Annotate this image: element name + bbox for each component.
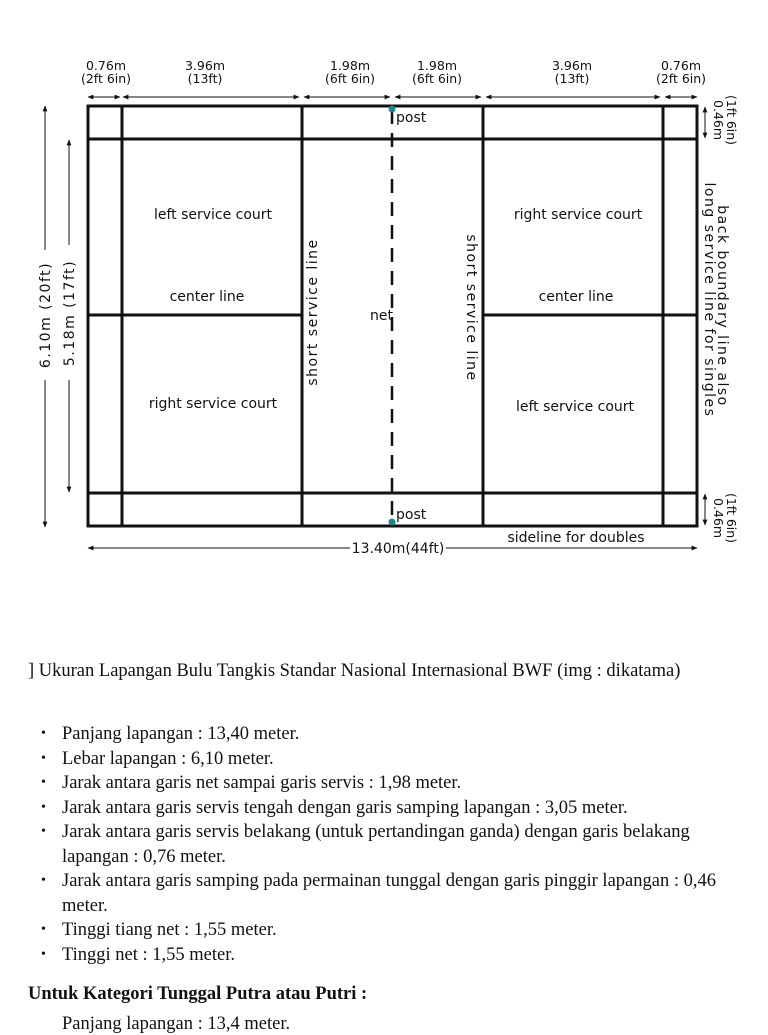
list-item-text: Jarak antara garis servis belakang (untu… [62, 822, 690, 867]
list-item: • Lebar lapangan : 6,10 meter. [38, 747, 738, 772]
center-line-label-b: center line [539, 289, 614, 305]
list-item-text: Jarak antara garis net sampai garis serv… [62, 773, 462, 793]
bullet-icon: • [41, 946, 46, 962]
right-service-court-label-a: right service court [149, 396, 278, 412]
list-item-text: Panjang lapangan : 13,40 meter. [62, 724, 300, 744]
list-item-text: Jarak antara garis servis tengah dengan … [62, 797, 628, 818]
list-item: • Tinggi tiang net : 1,55 meter. [38, 918, 738, 943]
figure-caption: ] Ukuran Lapangan Bulu Tangkis Standar N… [28, 661, 681, 681]
list-item-text: Tinggi tiang net : 1,55 meter. [62, 920, 277, 940]
center-line-label-a: center line [170, 289, 245, 305]
bullet-icon: • [41, 873, 46, 888]
court-facts-list: • Panjang lapangan : 13,40 meter. • Lebar … [38, 722, 738, 967]
dim-label-0-ft: (2ft 6in) [81, 71, 131, 86]
dim-label-2: 1.98m [330, 58, 370, 73]
bullet-icon: • [41, 775, 46, 790]
dim-label-4-ft: (13ft) [555, 71, 590, 86]
list-item: • Jarak antara garis net sampai garis ser… [38, 771, 738, 796]
bullet-icon: • [41, 799, 46, 815]
list-item-text: Jarak antara garis samping pada permaina… [62, 871, 716, 916]
side-dim-top-ft: (1ft 6in) [724, 95, 739, 145]
dim-label-1: 3.96m [185, 58, 225, 73]
list-item: • Panjang lapangan : 13,40 meter. [38, 722, 738, 747]
post-top-marker [388, 105, 396, 113]
width-total-label: 6.10m (20ft) [38, 262, 54, 368]
left-service-court-label-a: left service court [154, 207, 273, 223]
dim-label-5-ft: (2ft 6in) [656, 71, 706, 86]
short-service-line-label-left: short service line [305, 238, 321, 385]
sideline-doubles-label: sideline for doubles [507, 530, 644, 546]
dim-label-1-ft: (13ft) [188, 71, 223, 86]
dim-label-2-ft: (6ft 6in) [325, 71, 375, 86]
dim-label-5: 0.76m [661, 58, 701, 73]
left-dimension-arrows [42, 105, 72, 528]
dim-label-3-ft: (6ft 6in) [412, 71, 462, 86]
list-item: • Tinggi net : 1,55 meter. [38, 943, 738, 968]
length-total-label: 13.40m(44ft) [352, 541, 445, 557]
post-bottom-label: post [396, 507, 427, 523]
bullet-icon: • [41, 824, 46, 839]
net-label: net [370, 308, 393, 324]
list-item: • Jarak antara garis servis tengah dengan… [38, 796, 738, 821]
court-lines [86, 104, 699, 528]
short-service-line-label-right: short service line [463, 234, 479, 381]
right-service-court-label-b: right service court [514, 207, 643, 223]
list-item: • Jarak antara garis servis belakang (unt… [38, 820, 738, 869]
dim-label-0: 0.76m [86, 58, 126, 73]
cut-off-list-item: Panjang lapangan : 13,4 meter. [62, 1014, 291, 1034]
post-bottom-marker [388, 518, 396, 526]
badminton-court-diagram: 0.76m (2ft 6in) 3.96m (13ft) 1.98m (6ft … [38, 58, 739, 557]
section-heading: Untuk Kategori Tunggal Putra atau Putri … [28, 984, 368, 1004]
left-service-court-label-b: left service court [516, 399, 635, 415]
post-top-label: post [396, 110, 427, 126]
back-boundary-label-1: back boundary line also [714, 205, 730, 406]
side-dim-top-m: 0.46m [711, 100, 726, 140]
bullet-icon: • [41, 750, 46, 766]
list-item: • Jarak antara garis samping pada permain… [38, 869, 738, 918]
side-dim-bottom-m: 0.46m [711, 498, 726, 538]
back-boundary-label-2: long service line for singles [701, 183, 717, 418]
dim-label-3: 1.98m [417, 58, 457, 73]
dim-label-4: 3.96m [552, 58, 592, 73]
width-singles-label: 5.18m (17ft) [62, 260, 78, 366]
bullet-icon: • [41, 726, 46, 741]
list-item-text: Lebar lapangan : 6,10 meter. [62, 748, 274, 769]
list-item-text: Tinggi net : 1,55 meter. [62, 944, 236, 965]
top-dimension-labels: 0.76m (2ft 6in) 3.96m (13ft) 1.98m (6ft … [81, 58, 706, 86]
side-dim-bottom-ft: (1ft 6in) [724, 493, 739, 543]
bullet-icon: • [41, 922, 46, 937]
